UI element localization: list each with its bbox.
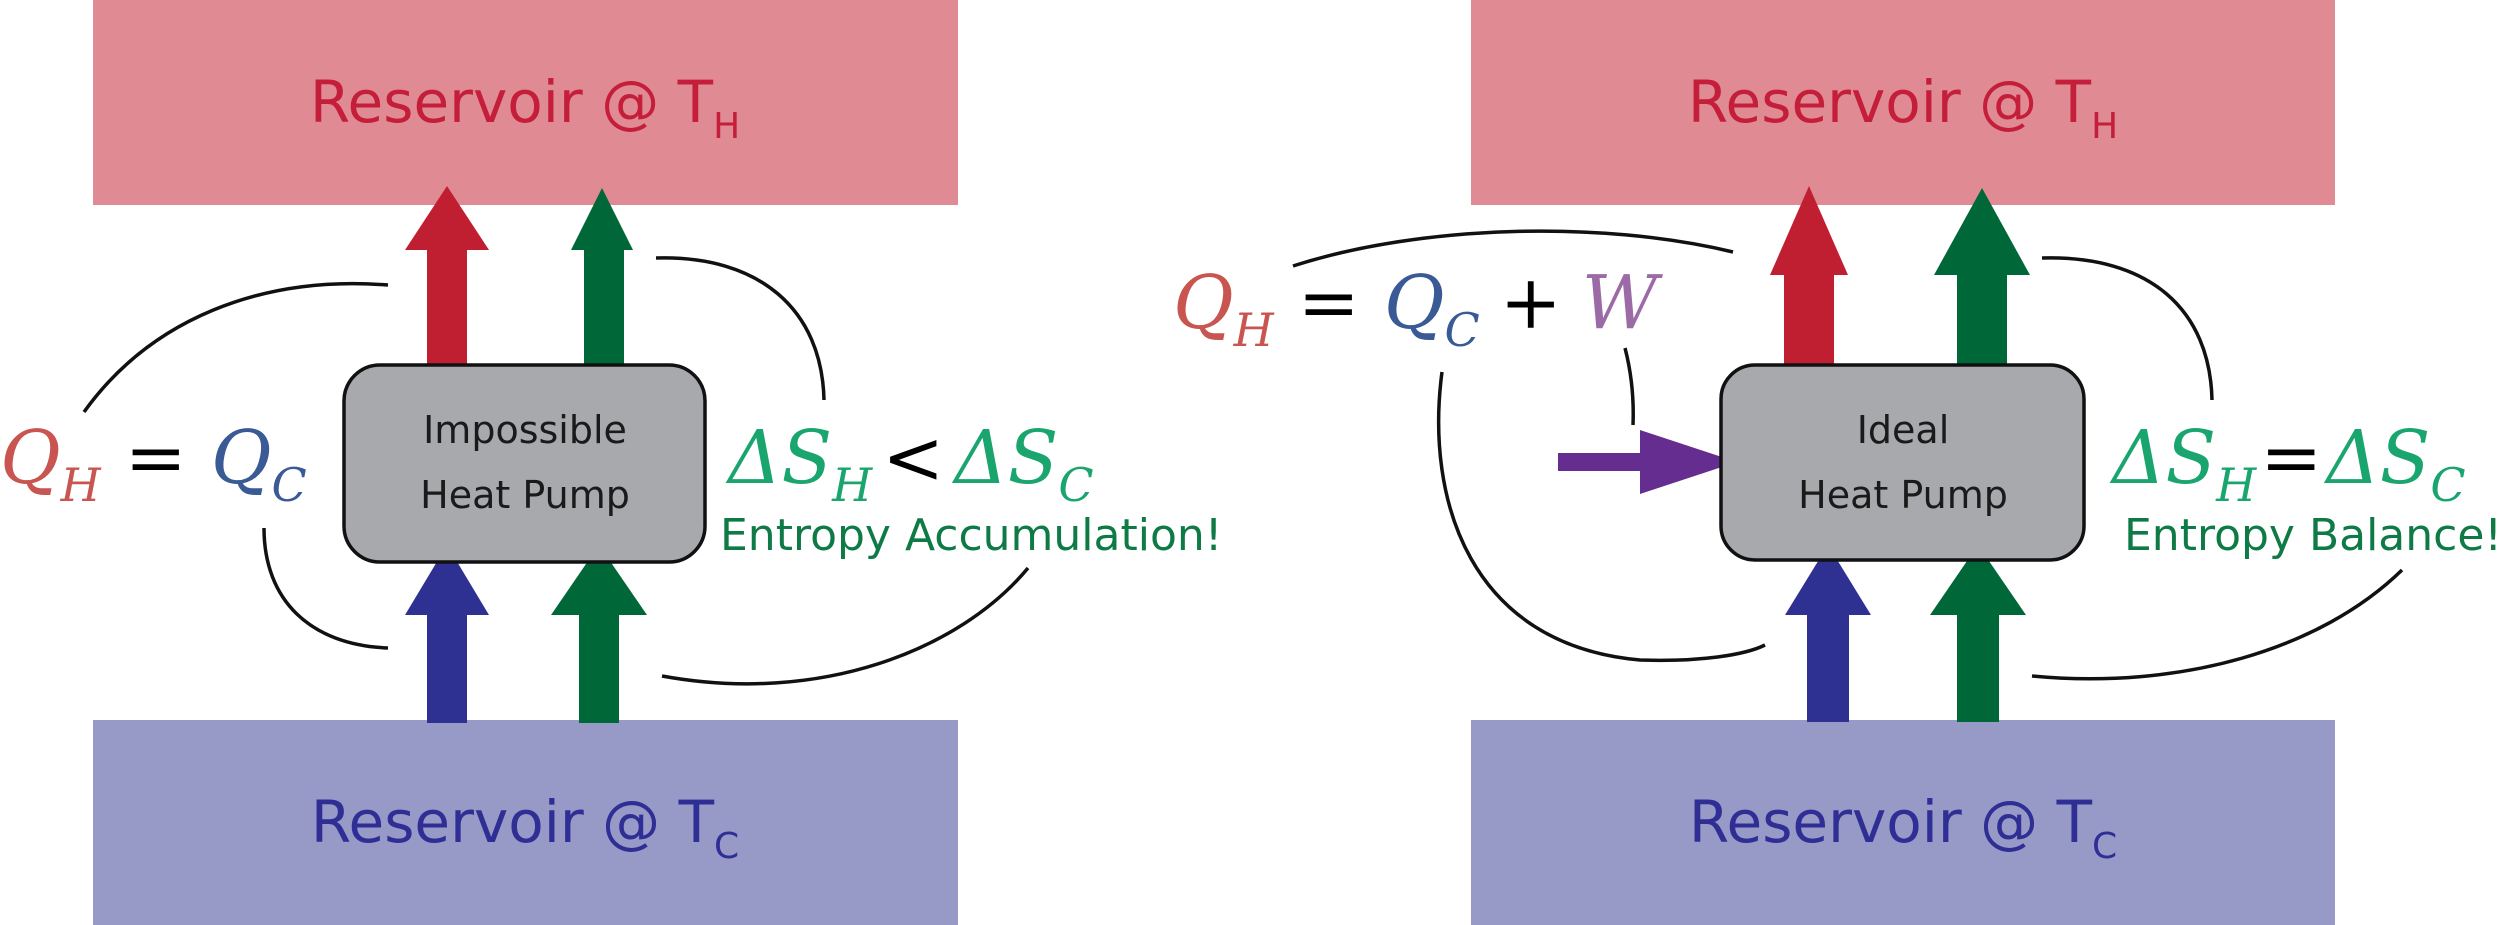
- left-energy-equation: QH=QC: [0, 415, 307, 512]
- left-entropy-equation: ΔSH<ΔSC: [725, 415, 1094, 512]
- left-pump-box: [342, 363, 707, 564]
- left-entropy-arrow-out: [571, 188, 633, 364]
- right-panel: Reservoir @ TH Reservoir @ TC Ideal: [1173, 0, 2502, 925]
- right-pump-box: [1719, 363, 2086, 562]
- right-entropy-caption: Entropy Balance!: [2124, 510, 2502, 561]
- right-entropy-equation: ΔSH=ΔSC: [2109, 415, 2466, 512]
- right-hot-reservoir-label: Reservoir @ TH: [1688, 68, 2118, 147]
- left-entropy-caption: Entropy Accumulation!: [720, 510, 1222, 561]
- left-cold-reservoir: [93, 720, 958, 925]
- left-entropy-bracket-bottom: [661, 566, 1030, 686]
- right-entropy-arrow-out: [1934, 188, 2030, 365]
- left-energy-bracket-top: [82, 281, 389, 414]
- right-work-bracket: [1623, 347, 1635, 426]
- left-entropy-bracket-top: [655, 256, 826, 401]
- right-energy-bracket-bottom: [1436, 371, 1766, 663]
- left-heat-arrow-in: [405, 545, 489, 723]
- right-energy-equation: QH=QC+W: [1173, 260, 1664, 357]
- left-energy-bracket-bottom: [262, 527, 389, 650]
- right-pump-label-line2: Heat Pump: [1798, 473, 2008, 517]
- right-cold-reservoir: [1471, 720, 2335, 925]
- right-heat-arrow-out: [1770, 186, 1848, 365]
- right-energy-bracket-top: [1292, 229, 1734, 268]
- right-entropy-bracket-top: [2041, 256, 2214, 401]
- right-work-arrow: [1558, 430, 1737, 494]
- right-cold-reservoir-label: Reservoir @ TC: [1689, 788, 2117, 867]
- right-pump-label-line1: Ideal: [1857, 408, 1950, 452]
- right-entropy-bracket-bottom: [2031, 568, 2404, 681]
- right-hot-reservoir: [1471, 0, 2335, 205]
- left-cold-reservoir-label: Reservoir @ TC: [311, 788, 739, 867]
- right-entropy-arrow-in: [1930, 545, 2026, 722]
- left-pump-label-line1: Impossible: [423, 408, 627, 452]
- left-entropy-arrow-in: [551, 545, 647, 723]
- left-panel: Reservoir @ TH Reservoir @ TC Impossible…: [0, 0, 1222, 925]
- left-hot-reservoir-label: Reservoir @ TH: [310, 68, 740, 147]
- left-pump-label-line2: Heat Pump: [420, 473, 630, 517]
- left-heat-arrow-out: [405, 186, 489, 364]
- right-heat-arrow-in: [1785, 545, 1871, 722]
- left-hot-reservoir: [93, 0, 958, 205]
